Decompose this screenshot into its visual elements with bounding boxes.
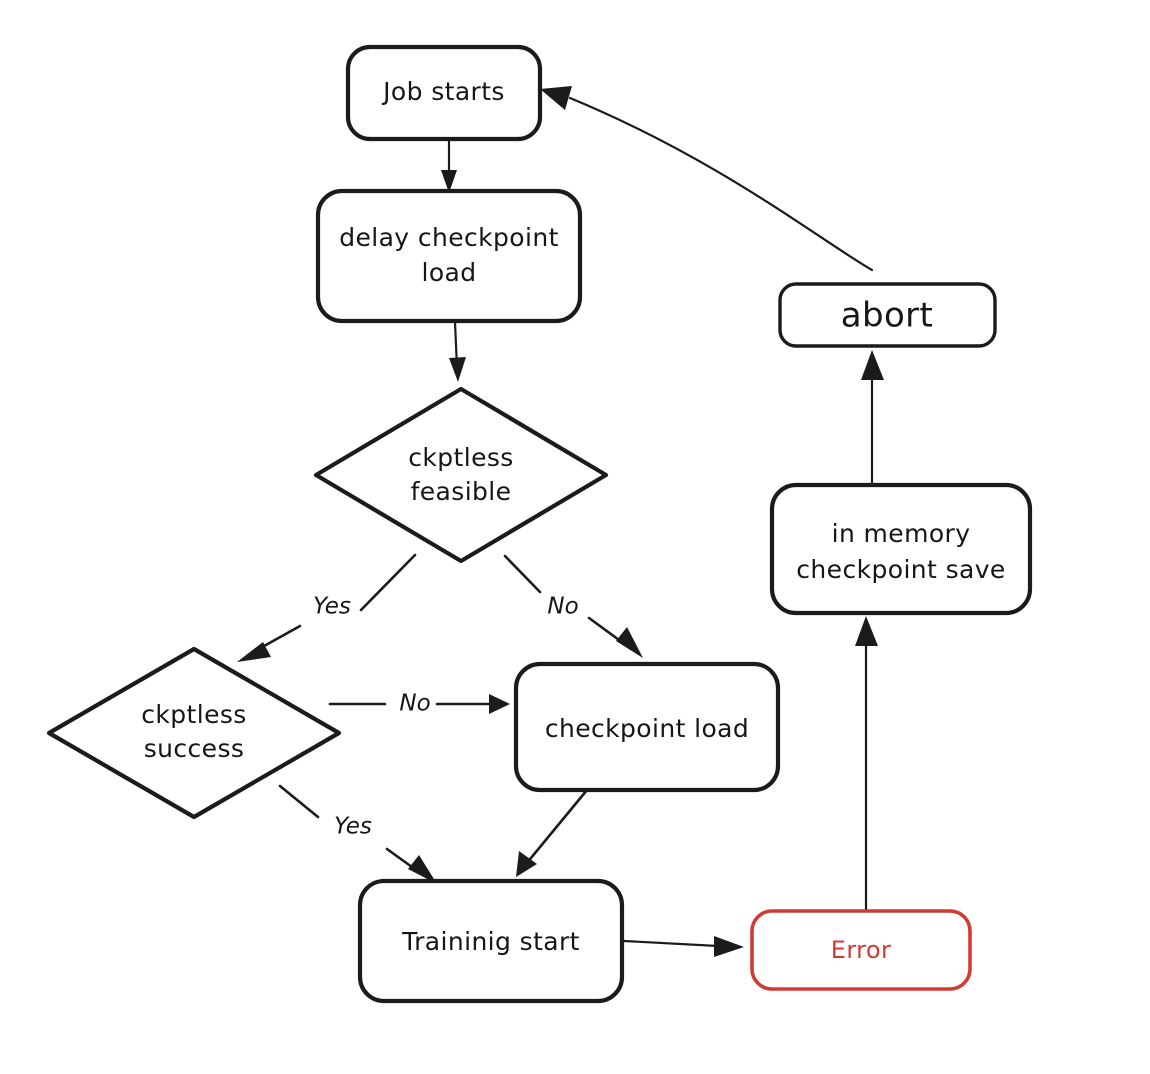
edge-label-success-yes: Yes xyxy=(334,814,372,840)
node-ckptless-feasible[interactable]: ckptless feasible xyxy=(313,386,609,564)
node-traininig-start[interactable]: Traininig start xyxy=(357,878,625,1004)
node-ckptless-success-label-line1: ckptless xyxy=(141,700,246,729)
node-checkpoint-load-shape xyxy=(513,661,781,793)
edge-label-success-no: No xyxy=(399,691,430,717)
node-traininig-start-shape xyxy=(357,878,625,1004)
node-in-memory-checkpoint-save-label-line1: in memory xyxy=(832,519,971,548)
edge-job-starts-to-delay-load xyxy=(441,137,457,193)
node-abort[interactable]: abort xyxy=(778,282,997,348)
node-checkpoint-load-label: checkpoint load xyxy=(545,714,749,743)
node-ckptless-feasible-shape xyxy=(313,386,609,564)
node-delay-checkpoint-load[interactable]: delay checkpoint load xyxy=(315,188,583,324)
node-ckptless-success-shape xyxy=(46,646,342,820)
node-delay-checkpoint-load-shape xyxy=(315,188,583,324)
edge-delay-load-to-feasible xyxy=(449,320,466,382)
node-checkpoint-load[interactable]: checkpoint load xyxy=(513,661,781,793)
node-abort-label: abort xyxy=(841,296,934,336)
node-job-starts-label: Job starts xyxy=(381,77,505,106)
node-ckptless-feasible-label-line1: ckptless xyxy=(408,443,513,472)
edge-training-to-error xyxy=(622,936,744,957)
edge-success-to-ckpt-load-no xyxy=(328,694,510,714)
node-in-memory-checkpoint-save-label-line2: checkpoint save xyxy=(796,555,1005,584)
edge-abort-to-job-starts xyxy=(540,86,874,272)
node-ckptless-success-label-line2: success xyxy=(144,734,245,763)
node-job-starts[interactable]: Job starts xyxy=(345,44,543,142)
node-job-starts-shape xyxy=(345,44,543,142)
node-error[interactable]: Error xyxy=(750,909,972,991)
edge-label-feasible-no: No xyxy=(547,594,578,620)
node-error-label: Error xyxy=(831,936,892,964)
edge-mem-save-to-abort xyxy=(861,350,884,486)
node-in-memory-checkpoint-save[interactable]: in memory checkpoint save xyxy=(769,482,1033,616)
node-error-shape xyxy=(750,909,972,991)
node-in-memory-checkpoint-save-shape xyxy=(769,482,1033,616)
edge-error-to-mem-save xyxy=(855,616,878,914)
node-ckptless-success[interactable]: ckptless success xyxy=(46,646,342,820)
edge-ckpt-load-to-training xyxy=(516,788,589,877)
node-traininig-start-label: Traininig start xyxy=(401,927,580,956)
edge-feasible-to-ckpt-load-no xyxy=(503,554,643,658)
node-ckptless-feasible-label-line2: feasible xyxy=(411,477,512,506)
node-delay-checkpoint-load-label-line2: load xyxy=(421,258,476,287)
node-delay-checkpoint-load-label-line1: delay checkpoint xyxy=(339,223,559,252)
edge-label-feasible-yes: Yes xyxy=(313,594,351,620)
edge-success-to-training-yes xyxy=(278,784,437,884)
node-abort-shape xyxy=(778,282,997,348)
edge-feasible-to-success-yes xyxy=(237,553,417,662)
